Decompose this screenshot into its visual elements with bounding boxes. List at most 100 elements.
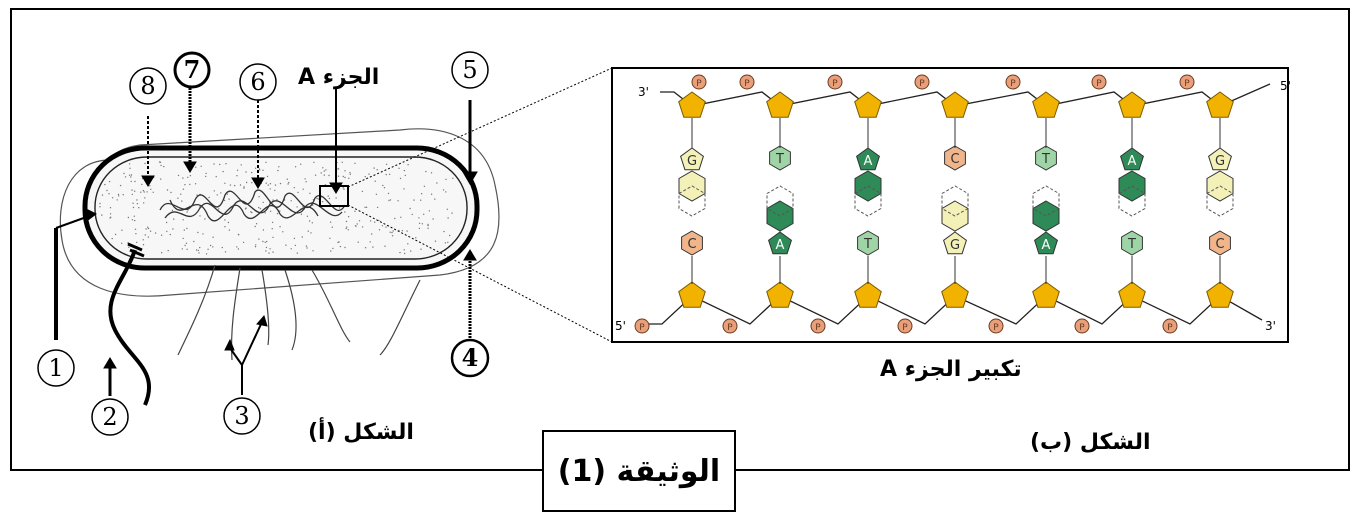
phosphate-top bbox=[691, 74, 707, 90]
zoom-caption: تكبير الجزء A bbox=[880, 357, 1022, 382]
phosphate-bottom bbox=[810, 318, 826, 334]
sugar-top bbox=[678, 91, 706, 118]
phosphate-bottom-label: P bbox=[815, 323, 821, 333]
strand-end-top-left: 3' bbox=[638, 85, 649, 99]
phosphate-top-label: P bbox=[919, 79, 925, 89]
base-G bbox=[680, 147, 704, 171]
sugar-bottom bbox=[678, 281, 706, 308]
phosphate-bottom bbox=[1162, 318, 1178, 334]
phosphate-bottom bbox=[988, 318, 1004, 334]
figure-a-caption: الشكل (أ) bbox=[308, 420, 414, 445]
bottom-backbone bbox=[640, 295, 1263, 325]
hydrogen-bond bbox=[854, 185, 882, 217]
base-T bbox=[1121, 230, 1143, 256]
phosphate-top bbox=[827, 74, 843, 90]
part-a-label: الجزء A bbox=[298, 65, 380, 90]
hydrogen-bond bbox=[678, 185, 706, 217]
phosphate-top-label: P bbox=[744, 79, 750, 89]
number-2: 2 bbox=[102, 403, 117, 431]
base-A bbox=[1120, 147, 1144, 171]
sugar-bottom bbox=[1118, 281, 1146, 308]
base-C bbox=[1209, 230, 1231, 256]
base-letter-T: T bbox=[1127, 237, 1136, 252]
hydrogen-bond bbox=[941, 185, 969, 217]
base-G bbox=[943, 231, 967, 255]
label-arrows bbox=[54, 85, 478, 396]
base-letter-G: G bbox=[1215, 154, 1225, 169]
hydrogen-bond bbox=[1032, 185, 1060, 217]
phosphate-bottom-label: P bbox=[727, 323, 733, 333]
phosphate-top-label: P bbox=[1184, 79, 1190, 89]
base-letter-C: C bbox=[687, 237, 696, 252]
phosphate-bottom bbox=[897, 318, 913, 334]
base-letter-A: A bbox=[1042, 238, 1051, 253]
phosphate-bottom bbox=[1074, 318, 1090, 334]
base-letter-C: C bbox=[950, 152, 959, 167]
base-T bbox=[769, 145, 791, 171]
base-letter-T: T bbox=[1041, 152, 1050, 167]
hydrogen-bond bbox=[1206, 185, 1234, 217]
figure-b-caption: الشكل (ب) bbox=[1030, 430, 1151, 455]
number-circles: 8 7 6 5 4 1 2 3 bbox=[37, 51, 490, 436]
base-A bbox=[768, 231, 792, 255]
strand-end-bottom-left: 5' bbox=[615, 319, 626, 333]
number-6: 6 bbox=[250, 68, 265, 96]
phosphate-bottom-label: P bbox=[1167, 323, 1173, 333]
sugar-top bbox=[1118, 91, 1146, 118]
sugar-top bbox=[1206, 91, 1234, 118]
sugar-top bbox=[941, 91, 969, 118]
strand-end-bottom-right: 3' bbox=[1265, 319, 1276, 333]
base-G bbox=[1208, 147, 1232, 171]
document-title: الوثيقة (1) bbox=[542, 430, 736, 512]
zoom-lines bbox=[347, 67, 613, 343]
number-3: 3 bbox=[234, 402, 249, 430]
phosphate-top bbox=[914, 74, 930, 90]
base-A bbox=[1034, 231, 1058, 255]
phosphate-bottom-label: P bbox=[639, 323, 645, 333]
phosphate-top bbox=[1005, 74, 1021, 90]
phosphate-top-label: P bbox=[696, 79, 702, 89]
base-T bbox=[1035, 145, 1057, 171]
phosphate-top bbox=[1091, 74, 1107, 90]
base-letter-A: A bbox=[776, 238, 785, 253]
base-C bbox=[944, 145, 966, 171]
sugar-bottom bbox=[941, 281, 969, 308]
phosphate-bottom-label: P bbox=[902, 323, 908, 333]
sugar-bottom bbox=[1206, 281, 1234, 308]
phosphate-top-label: P bbox=[832, 79, 838, 89]
hydrogen-bond bbox=[1118, 185, 1146, 217]
plasma-membrane bbox=[94, 156, 468, 260]
cell-wall bbox=[82, 145, 480, 271]
nucleoid-dna bbox=[159, 189, 346, 222]
base-letter-T: T bbox=[863, 237, 872, 252]
number-8: 8 bbox=[140, 72, 155, 100]
phosphate-top-label: P bbox=[1010, 79, 1016, 89]
base-letter-C: C bbox=[1215, 237, 1224, 252]
base-letter-A: A bbox=[864, 154, 873, 169]
base-letter-G: G bbox=[950, 238, 960, 253]
flagellum bbox=[108, 249, 152, 406]
sugar-bottom bbox=[766, 281, 794, 308]
base-A bbox=[856, 147, 880, 171]
phosphate-top-label: P bbox=[1096, 79, 1102, 89]
phosphate-bottom-label: P bbox=[1079, 323, 1085, 333]
bacterium-figure: 8 7 6 5 4 1 2 3 bbox=[37, 51, 613, 436]
sugar-bottom bbox=[854, 281, 882, 308]
number-7: 7 bbox=[184, 55, 201, 84]
cytoplasm-dots bbox=[99, 161, 454, 255]
sugar-top bbox=[854, 91, 882, 118]
phosphate-bottom-label: P bbox=[993, 323, 999, 333]
phosphate-bottom bbox=[634, 318, 650, 334]
phosphate-top bbox=[1179, 74, 1195, 90]
hydrogen-bond bbox=[766, 185, 794, 217]
phosphate-bottom bbox=[722, 318, 738, 334]
base-letter-T: T bbox=[775, 152, 784, 167]
number-4: 4 bbox=[462, 343, 479, 372]
strand-end-top-right: 5' bbox=[1280, 79, 1291, 93]
phosphate-top bbox=[739, 74, 755, 90]
number-5: 5 bbox=[462, 56, 477, 84]
sugar-bottom bbox=[1032, 281, 1060, 308]
number-1: 1 bbox=[48, 354, 63, 382]
